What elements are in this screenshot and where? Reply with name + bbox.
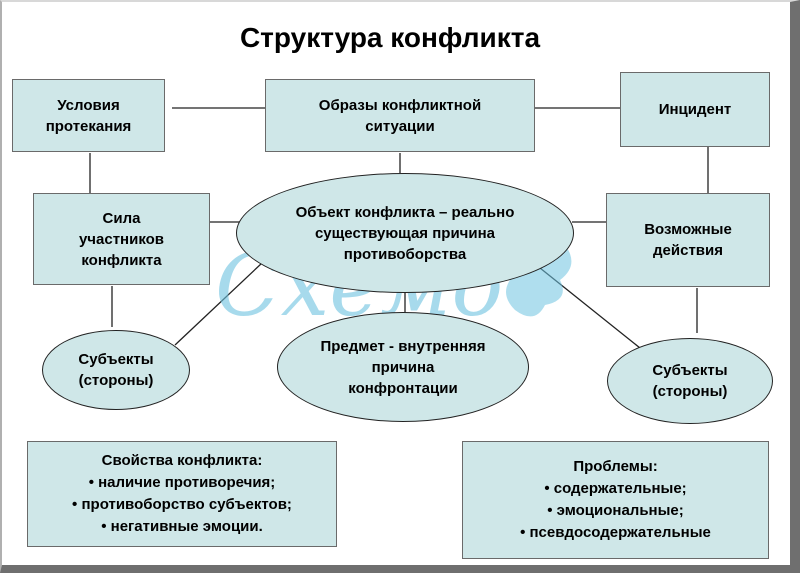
properties-item: • негативные эмоции. <box>101 518 263 535</box>
node-subject-matter: Предмет - внутренняя причина конфронтаци… <box>277 312 529 422</box>
node-object: Объект конфликта – реально существующая … <box>236 173 574 293</box>
node-strength: Сила участников конфликта <box>33 193 210 285</box>
problems-item: • содержательные; <box>544 480 687 497</box>
node-images: Образы конфликтной ситуации <box>265 79 535 152</box>
node-incident: Инцидент <box>620 72 770 147</box>
node-subjects-left: Субъекты (стороны) <box>42 330 190 410</box>
problems-item: • эмоциональные; <box>547 502 684 519</box>
properties-item: • противоборство субъектов; <box>72 496 292 513</box>
properties-heading: Свойства конфликта: <box>101 452 263 469</box>
problems-item: • псевдосодержательные <box>520 524 711 541</box>
node-subjects-right: Субъекты (стороны) <box>607 338 773 424</box>
diagram-title: Структура конфликта <box>239 22 541 53</box>
node-actions: Возможные действия <box>606 193 770 287</box>
node-conditions: Условия протекания <box>12 79 165 152</box>
properties-box: Свойства конфликта: • наличие противореч… <box>27 441 337 547</box>
problems-heading: Проблемы: <box>573 458 658 475</box>
problems-box: Проблемы: • содержательные; • эмоциональ… <box>462 441 769 559</box>
properties-item: • наличие противоречия; <box>88 474 276 491</box>
connector-object-subjects-left <box>174 262 263 346</box>
